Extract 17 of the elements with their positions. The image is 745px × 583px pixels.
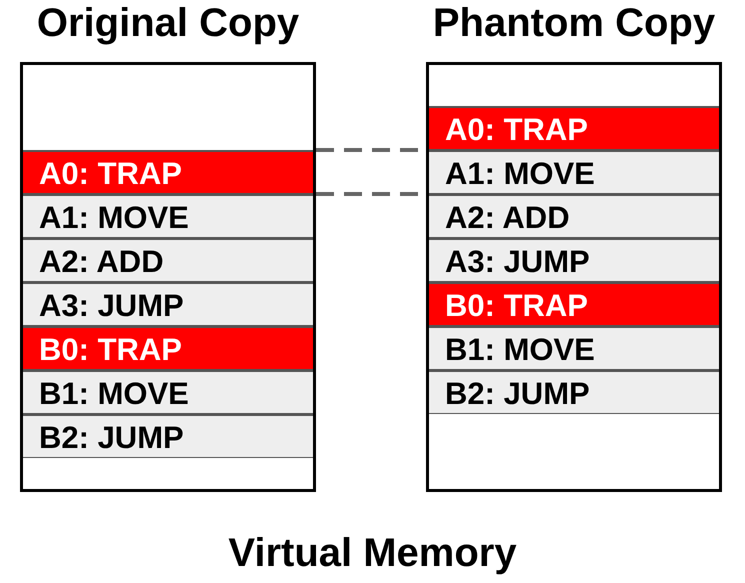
instruction-row: B1: MOVE: [429, 326, 719, 370]
column-heading: Original Copy: [36, 0, 300, 46]
instruction-row: A3: JUMP: [23, 282, 313, 326]
instruction-row: A2: ADD: [23, 238, 313, 282]
instruction-row: B1: MOVE: [23, 370, 313, 414]
instruction-row: A3: JUMP: [429, 238, 719, 282]
instruction-row: B0: TRAP: [23, 326, 313, 370]
instruction-row: B2: JUMP: [23, 414, 313, 458]
instruction-row: B0: TRAP: [429, 282, 719, 326]
instruction-row: A0: TRAP: [429, 106, 719, 150]
caption: Virtual Memory: [227, 530, 518, 576]
instruction-row: A2: ADD: [429, 194, 719, 238]
instruction-row: B2: JUMP: [429, 370, 719, 414]
instruction-row: A0: TRAP: [23, 150, 313, 194]
instruction-row: A1: MOVE: [23, 194, 313, 238]
instruction-row: A1: MOVE: [429, 150, 719, 194]
column-heading: Phantom Copy: [432, 0, 716, 46]
